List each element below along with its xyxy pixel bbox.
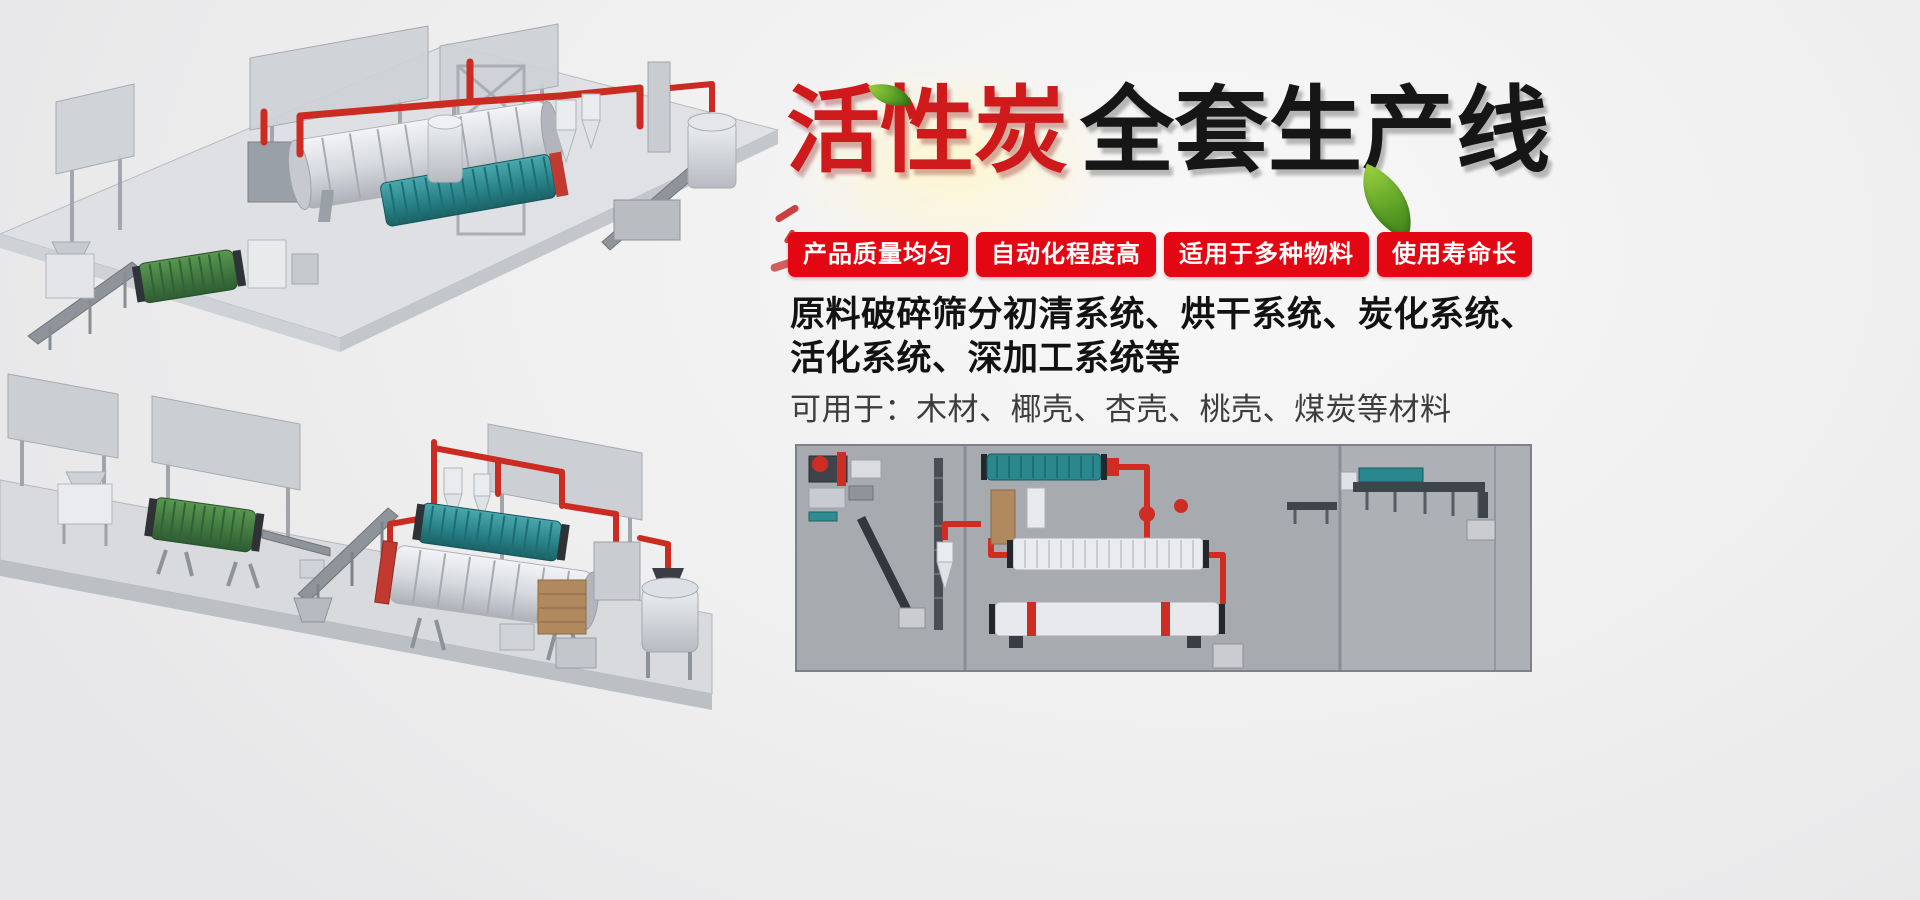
screen-supports bbox=[156, 549, 260, 589]
feature-badges: 产品质量均匀 自动化程度高 适用于多种物料 使用寿命长 bbox=[788, 232, 1532, 277]
rotary-screen-green bbox=[144, 497, 265, 553]
red-piping-top bbox=[260, 58, 644, 158]
schematic-wall-lines bbox=[963, 446, 1496, 670]
usage-description: 可用于：木材、椰壳、杏壳、桃壳、煤炭等材料 bbox=[790, 392, 1452, 427]
systems-description: 原料破碎筛分初清系统、烘干系统、炭化系统、 活化系统、深加工系统等 bbox=[790, 293, 1870, 381]
title-red-text: 活性炭 bbox=[786, 76, 1069, 186]
crusher-unit bbox=[45, 241, 95, 299]
transfer-conveyor-small bbox=[261, 529, 331, 579]
brick-chamber bbox=[537, 579, 587, 635]
schematic-mid-conveyor bbox=[1287, 502, 1337, 524]
systems-description-line2: 活化系统、深加工系统等 bbox=[790, 339, 1181, 378]
incline-conveyor-main bbox=[293, 507, 399, 623]
schematic-valve bbox=[1174, 499, 1188, 513]
feature-badge-automation: 自动化程度高 bbox=[976, 232, 1156, 277]
production-line-schematic bbox=[795, 444, 1532, 672]
content-column: 活性炭全套生产线 产品质量均匀 自动化程度高 适用于多种物料 使用寿命长 原料破… bbox=[725, 0, 1920, 900]
feature-badge-materials: 适用于多种物料 bbox=[1164, 232, 1369, 277]
small-boxes-mid bbox=[247, 239, 319, 289]
sign-boards-bottom bbox=[7, 373, 643, 600]
activation-drum-teal bbox=[412, 502, 570, 562]
schematic-brown-tower bbox=[990, 489, 1016, 545]
cyclone-separators bbox=[555, 93, 601, 164]
dust-tank-white bbox=[427, 114, 463, 183]
schematic-white-tank bbox=[1026, 487, 1046, 529]
cooler-drum-teal bbox=[380, 151, 569, 227]
schematic-carbonization-drum bbox=[989, 601, 1225, 648]
schematic-cooling-drum bbox=[981, 453, 1119, 481]
feature-badge-quality: 产品质量均匀 bbox=[788, 232, 968, 277]
schematic-panel bbox=[795, 444, 1532, 672]
furnace-tank-bottom bbox=[593, 541, 699, 680]
schematic-packing-line bbox=[1340, 467, 1496, 541]
schematic-discharge-box bbox=[1212, 643, 1244, 669]
schematic-cyclone bbox=[936, 541, 954, 592]
production-line-3d-bottom bbox=[0, 373, 713, 710]
carbonization-furnace-top bbox=[601, 61, 737, 251]
screening-drum-green bbox=[131, 249, 247, 304]
base-boxes-bottom bbox=[499, 623, 597, 669]
schematic-feed-crusher bbox=[808, 452, 882, 522]
systems-description-line1: 原料破碎筛分初清系统、烘干系统、炭化系统、 bbox=[790, 295, 1536, 334]
feeder-hopper-left bbox=[57, 471, 113, 546]
schematic-dryer-drum bbox=[1007, 537, 1209, 571]
title-black-text: 全套生产线 bbox=[1080, 76, 1551, 186]
schematic-incline-conveyor bbox=[856, 515, 926, 629]
production-line-3d-top bbox=[0, 23, 780, 352]
schematic-valve bbox=[1139, 506, 1155, 522]
feature-badge-lifespan: 使用寿命长 bbox=[1377, 232, 1532, 277]
drum-supports-bottom bbox=[410, 617, 582, 663]
main-title: 活性炭全套生产线 bbox=[769, 75, 1550, 273]
illustrations-column bbox=[0, 0, 785, 900]
